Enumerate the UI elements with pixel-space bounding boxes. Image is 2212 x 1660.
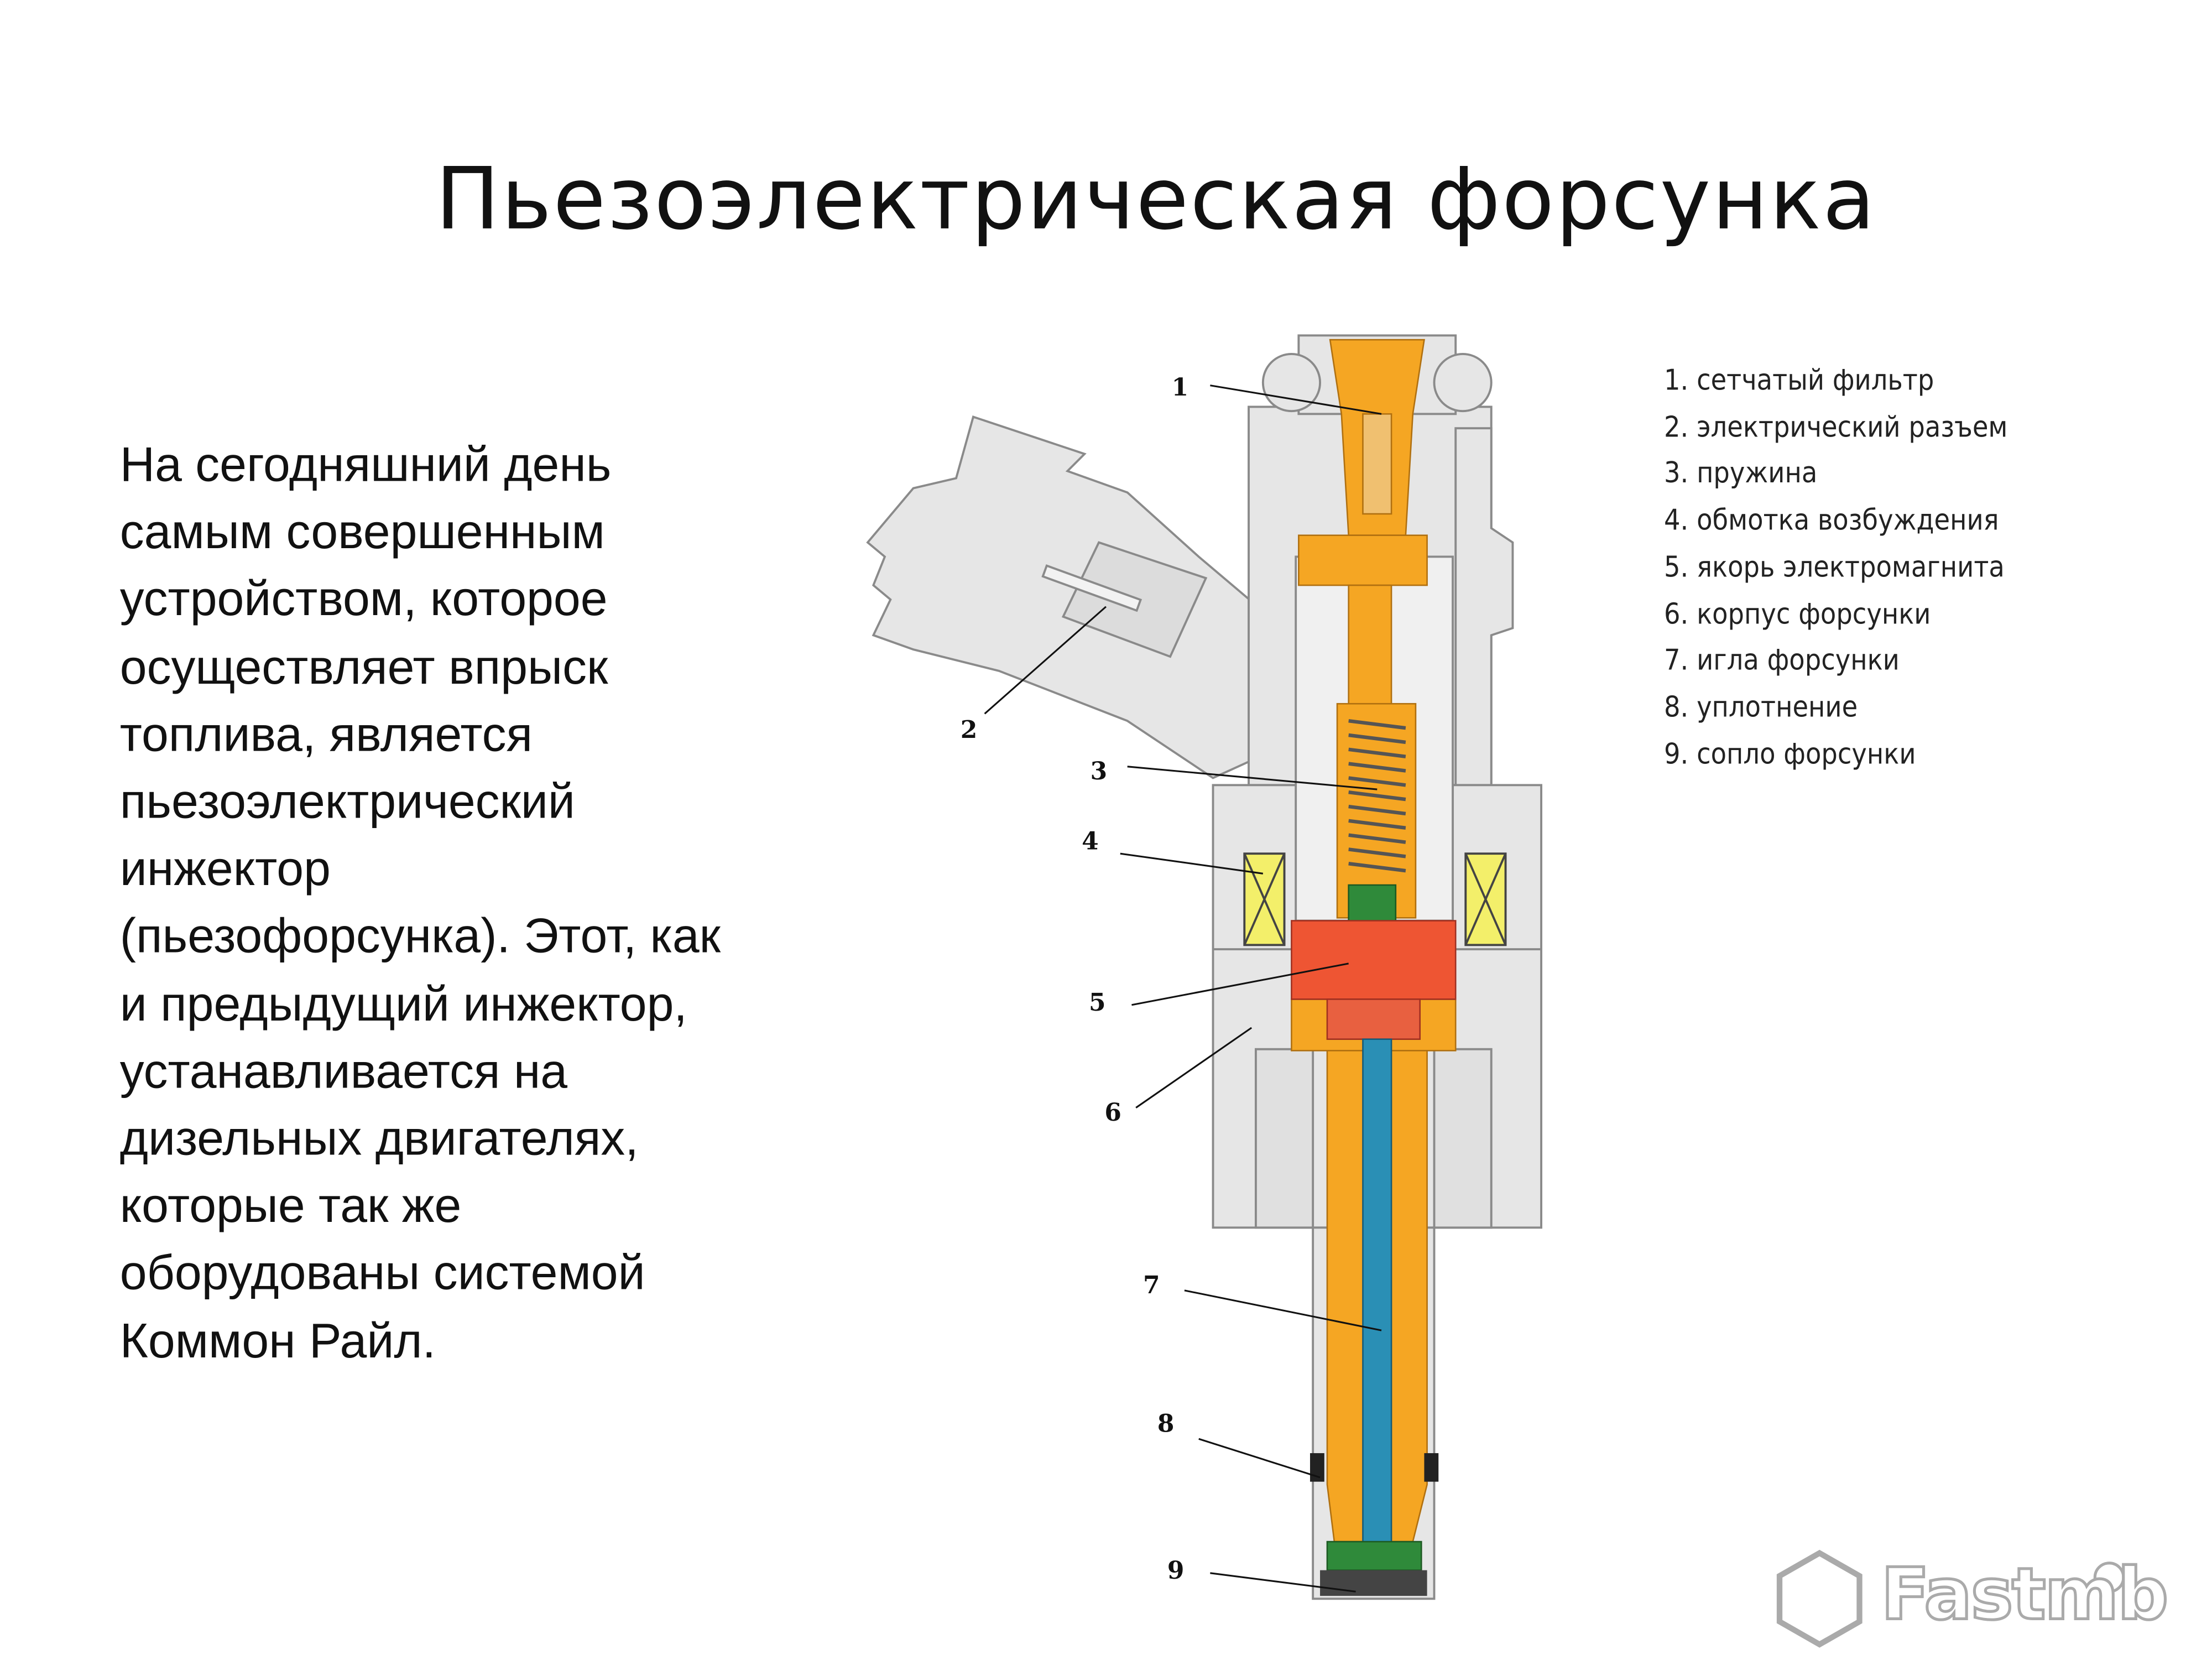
legend-item: 7. игла форсунки (1663, 642, 1900, 677)
callout-9: 9 (1167, 1557, 1185, 1585)
nozzle-tip (1320, 1570, 1427, 1596)
text-line: самым совершенным (119, 506, 605, 560)
seal-left (1310, 1453, 1324, 1482)
o-ring-icon (1433, 353, 1493, 413)
slide-title: Пьезоэлектрическая форсунка (435, 149, 1877, 250)
fastmb-logo-icon (1776, 1549, 2125, 1648)
callout-3: 3 (1091, 757, 1108, 785)
text-line: Коммон Райл. (119, 1314, 436, 1368)
legend-item: 6. корпус форсунки (1663, 596, 1931, 631)
callout-6: 6 (1104, 1099, 1121, 1127)
legend-item: 3. пружина (1663, 456, 1818, 491)
legend-item: 5. якорь электромагнита (1663, 549, 2005, 584)
legend-item: 1. сетчатый фильтр (1663, 362, 1934, 397)
text-line: устанавливается на (119, 1044, 568, 1099)
needle (1362, 1038, 1392, 1580)
spring (1348, 719, 1406, 873)
callout-5: 5 (1089, 988, 1106, 1017)
text-line: топлива, является (119, 707, 533, 762)
text-line: дизельных двигателях, (119, 1112, 639, 1167)
armature (1291, 920, 1457, 1000)
text-line: инжектор (119, 842, 331, 897)
parts-legend: 1. сетчатый фильтр 2. электрический разъ… (1664, 357, 2046, 777)
callout-4: 4 (1082, 827, 1099, 855)
seal-right (1424, 1453, 1439, 1482)
text-line: осуществляет впрыск (119, 640, 608, 695)
legend-item: 8. уплотнение (1663, 689, 1858, 724)
text-line: пьезоэлектрический (119, 775, 575, 830)
callout-1: 1 (1172, 373, 1189, 402)
text-line: которые так же (119, 1179, 462, 1234)
callout-2: 2 (961, 716, 978, 744)
description-text: На сегодняшний день самым совершенным ус… (120, 433, 833, 1376)
text-line: (пьезофорсунка). Этот, как (119, 909, 721, 964)
legend-item: 4. обмотка возбуждения (1663, 502, 1999, 537)
watermark: Fastmb (1880, 1552, 2170, 1637)
legend-item: 2. электрический разъем (1663, 409, 2008, 444)
callout-7: 7 (1143, 1271, 1160, 1299)
callout-8: 8 (1157, 1409, 1175, 1438)
legend-item: 9. сопло форсунки (1663, 736, 1916, 771)
text-line: и предыдущий инжектор, (119, 977, 687, 1032)
text-line: устройством, которое (119, 573, 608, 627)
text-line: На сегодняшний день (119, 438, 612, 493)
text-line: оборудованы системой (119, 1246, 645, 1302)
